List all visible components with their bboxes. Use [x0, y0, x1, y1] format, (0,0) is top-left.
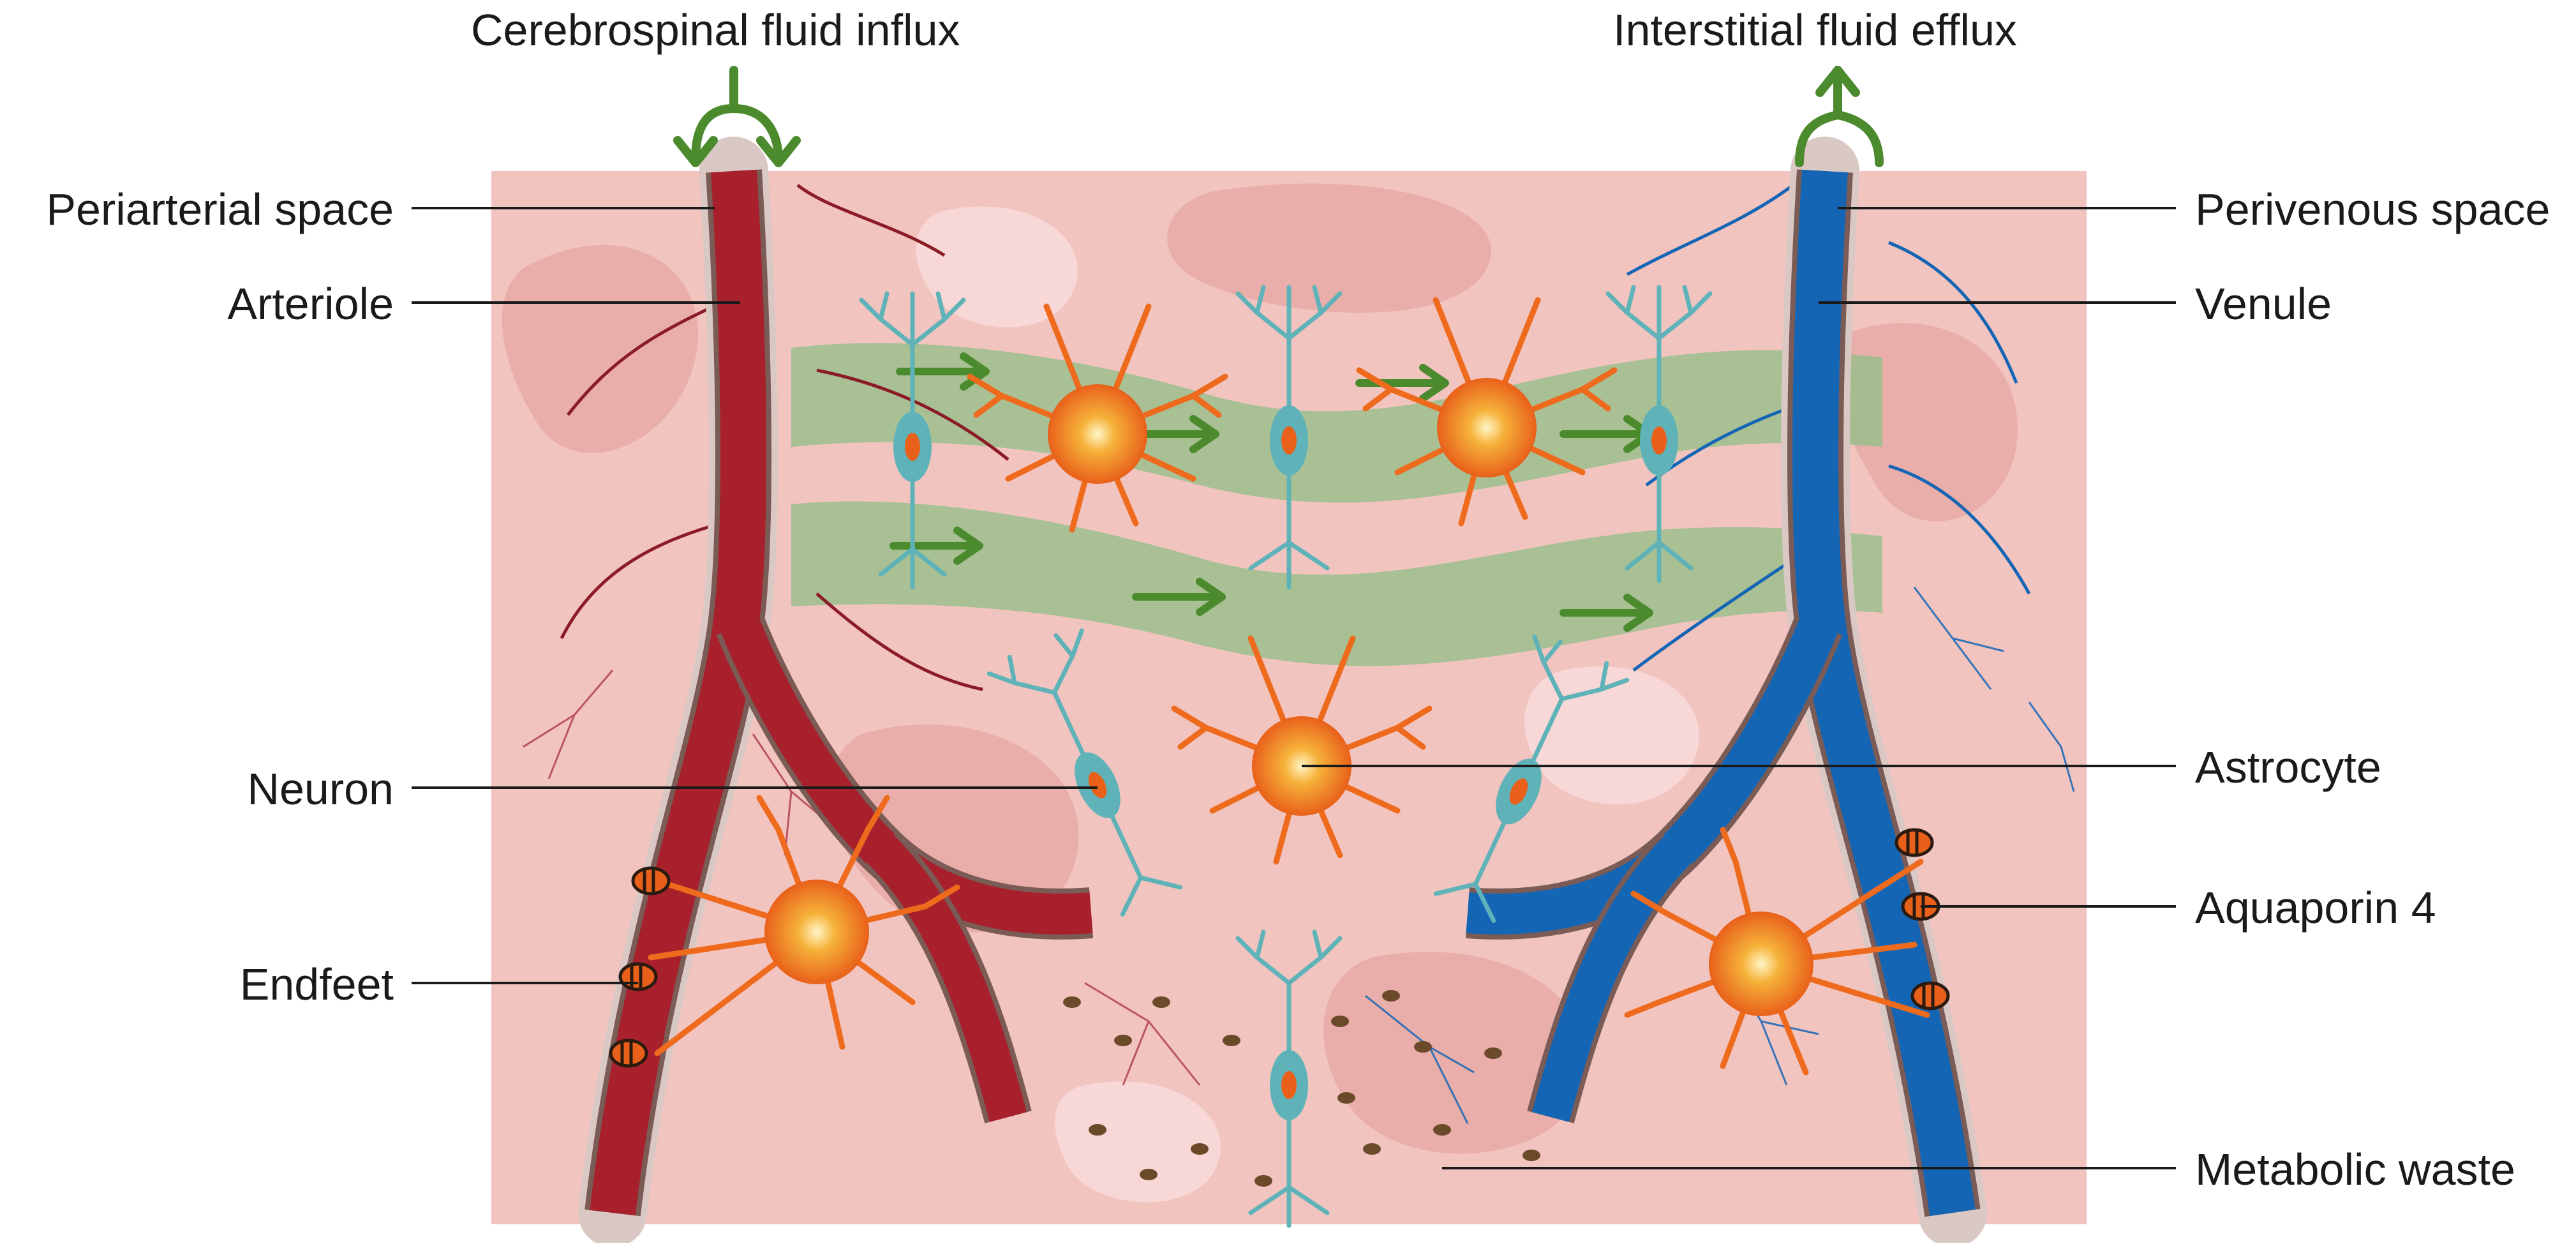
waste-particle [1523, 1150, 1540, 1161]
capillary [567, 298, 729, 416]
influx-arrow-right [729, 104, 783, 164]
venule-branch [1466, 618, 1838, 934]
capillary [1888, 464, 2031, 595]
tissue-patch [1055, 1081, 1221, 1203]
arteriole [578, 137, 1094, 1246]
astrocyte-endfeet [648, 795, 960, 1056]
flow-arrow [890, 527, 983, 565]
label-aquaporin-4: Aquaporin 4 [2195, 883, 2436, 933]
waste-particle [1414, 1041, 1432, 1053]
tissue-patch [1524, 666, 1700, 805]
waste-particle [1484, 1047, 1502, 1059]
neuron [1235, 285, 1343, 590]
capillary [560, 522, 722, 640]
flow-arrow [1132, 578, 1226, 616]
isf-efflux-arrows [1795, 66, 1884, 167]
tissue-patch [916, 206, 1078, 327]
neuron-target [986, 628, 1183, 917]
capillary [796, 184, 946, 257]
capillary [1632, 553, 1801, 672]
influx-arrowhead-right [756, 136, 801, 167]
fine-capillary [1913, 587, 2004, 690]
influx-arrow-left [691, 104, 738, 164]
arteriole-lower [867, 835, 1027, 1122]
tissue-patch [1323, 952, 1586, 1154]
fine-capillary [1084, 982, 1201, 1086]
endfoot-channel [609, 1039, 648, 1068]
efflux-arrowhead [1815, 66, 1860, 97]
label-endfeet: Endfeet [239, 959, 394, 1009]
waste-particle [1223, 1035, 1240, 1046]
neuron [859, 291, 966, 590]
waste-particle [1337, 1092, 1355, 1104]
label-neuron: Neuron [247, 764, 394, 814]
waste-particle [1114, 1035, 1132, 1046]
label-periarterial-space: Periarterial space [46, 184, 394, 234]
waste-particle [1382, 990, 1400, 1002]
fine-capillaries [523, 587, 2075, 1124]
label-isf-efflux: Interstitial fluid efflux [1613, 5, 2017, 55]
aquaporin-channel [1895, 828, 1934, 857]
capillary [1626, 183, 1794, 276]
label-metabolic-waste: Metabolic waste [2195, 1145, 2515, 1194]
capillaries [560, 183, 2031, 691]
arteriole-branch [721, 618, 1093, 934]
waste-particle [1433, 1124, 1451, 1136]
waste-particle [1191, 1143, 1209, 1155]
label-arteriole: Arteriole [227, 279, 394, 329]
venule [1465, 137, 1987, 1246]
astrocyte [967, 303, 1228, 533]
capillary [815, 592, 983, 691]
waste-particle [1152, 996, 1170, 1008]
influx-arrowhead-left [673, 136, 718, 167]
venule-lower [1532, 835, 1692, 1122]
endfoot-channel [631, 866, 671, 896]
fine-capillary [2028, 702, 2075, 792]
tissue-patch [502, 244, 699, 453]
astrocyte [1356, 297, 1618, 527]
waste-particle [1140, 1169, 1158, 1180]
tissue-patches [502, 183, 2018, 1203]
neuron [1235, 929, 1343, 1228]
waste-particle [1063, 996, 1081, 1008]
waste-particle [1254, 1175, 1272, 1187]
flow-arrow [1355, 364, 1449, 402]
tissue-patch [1167, 183, 1491, 313]
aquaporin-channel [1910, 981, 1950, 1010]
waste-particle [1363, 1143, 1381, 1155]
flow-band-upper [791, 343, 1882, 503]
efflux-arrow-left [1795, 110, 1842, 167]
label-csf-influx: Cerebrospinal fluid influx [471, 5, 960, 55]
label-perivenous-space: Perivenous space [2195, 184, 2550, 234]
fine-capillary [523, 670, 614, 779]
metabolic-waste [1063, 990, 1540, 1187]
waste-particle [1089, 1124, 1106, 1136]
leader-lines [412, 207, 2176, 1169]
label-venule: Venule [2195, 279, 2332, 329]
flow-band-lower [791, 501, 1882, 666]
waste-particle [1331, 1016, 1349, 1027]
flow-arrow [1560, 594, 1653, 632]
astrocyte-aquaporin [1624, 827, 1930, 1076]
flow-bands [791, 343, 1882, 666]
neuron [1605, 285, 1713, 583]
neuron [1433, 634, 1630, 923]
capillary [1888, 241, 2018, 384]
neurons [859, 285, 1713, 1228]
csf-influx-arrows [673, 66, 801, 167]
efflux-arrow-right [1833, 110, 1884, 167]
endfoot-channel [618, 962, 658, 991]
label-astrocyte: Astrocyte [2195, 742, 2381, 792]
